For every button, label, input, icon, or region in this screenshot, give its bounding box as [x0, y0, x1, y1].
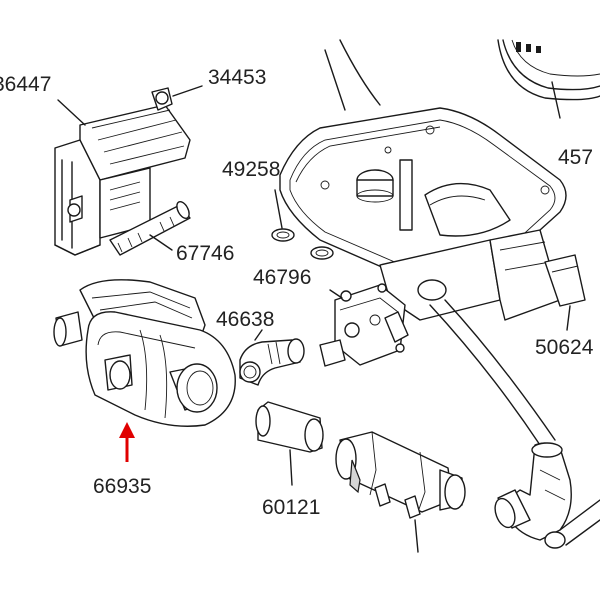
part-number-36447: 36447 [0, 73, 52, 96]
part-67746-drawing [109, 201, 191, 256]
part-number-49258: 49258 [222, 158, 281, 181]
part-46638-drawing [239, 329, 305, 386]
part-number-50624: 50624 [535, 336, 594, 359]
heater-tube-drawing [335, 431, 466, 553]
sump-housing-drawing [279, 39, 586, 331]
part-457-drawing [497, 39, 600, 119]
part-number-34453: 34453 [208, 66, 267, 89]
part-46796-drawing [319, 283, 409, 367]
part-34453-drawing [151, 85, 203, 111]
part-number-66935: 66935 [93, 475, 152, 498]
part-66935-drawing [53, 279, 236, 427]
part-number-46796: 46796 [253, 266, 312, 289]
part-60121-drawing [255, 401, 324, 486]
elbow-pipe-drawing [494, 442, 600, 549]
part-number-67746: 67746 [176, 242, 235, 265]
part-49258-drawing [271, 189, 334, 260]
drain-hose-line-drawing [429, 299, 556, 446]
part-36447-drawing [54, 99, 191, 256]
red-arrow-indicator [119, 422, 135, 462]
part-number-46638: 46638 [216, 308, 275, 331]
part-number-457: 457 [558, 146, 594, 169]
part-number-60121: 60121 [262, 496, 321, 519]
